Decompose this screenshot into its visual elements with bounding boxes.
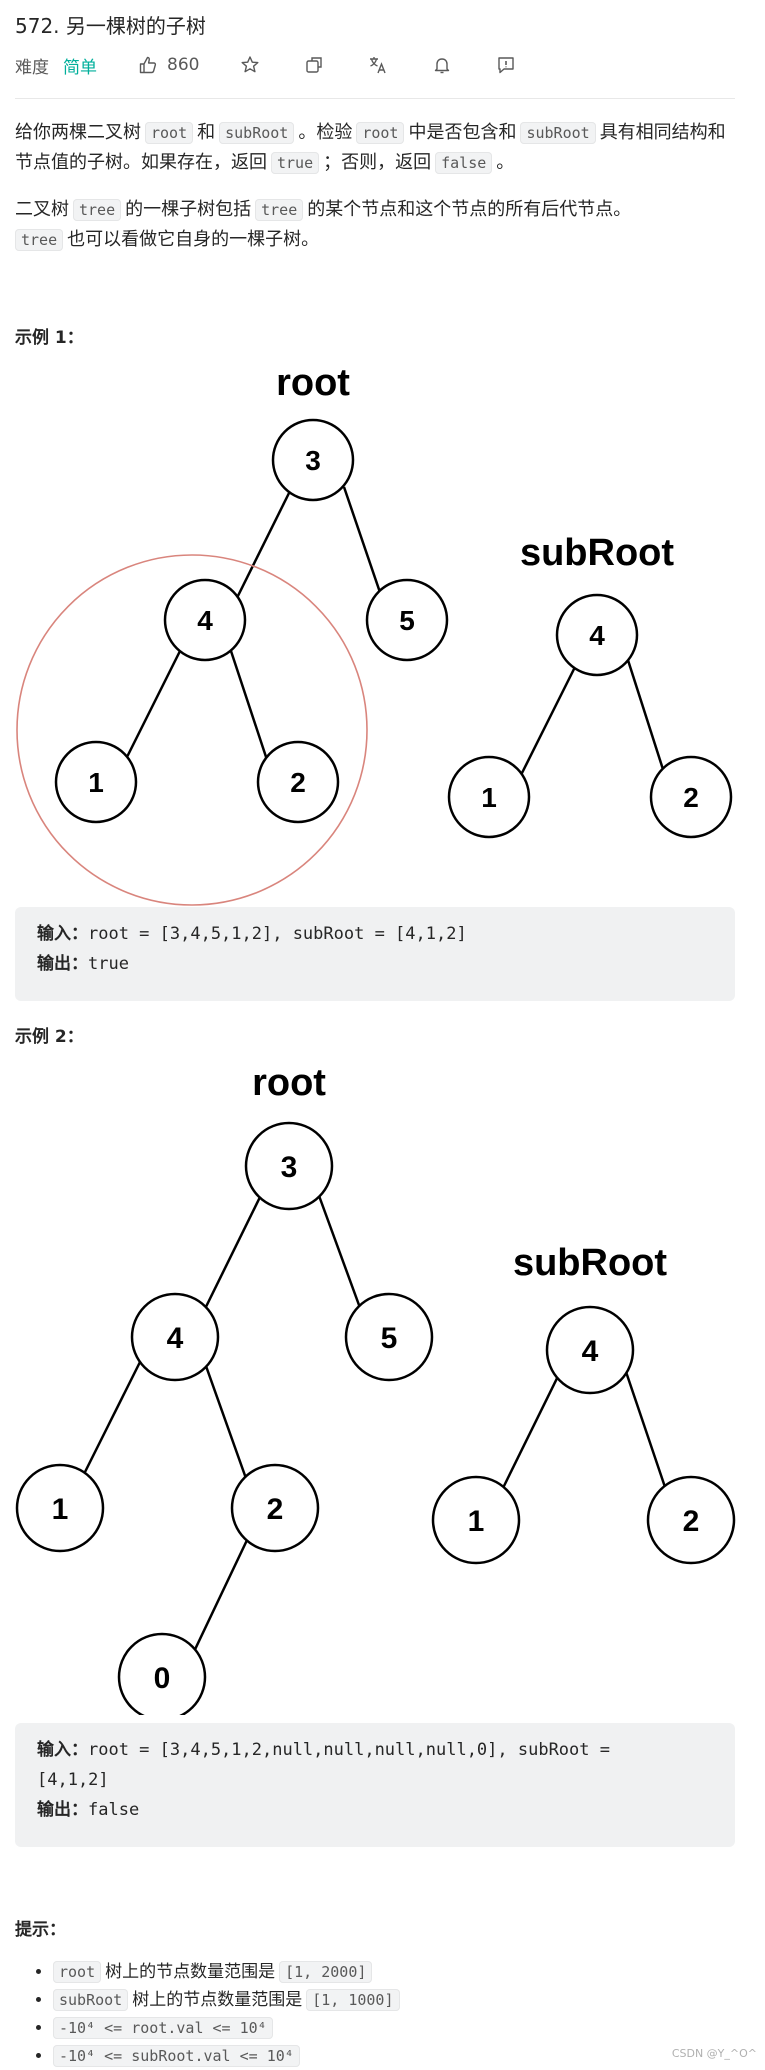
difficulty-value: 简单 — [63, 57, 97, 78]
subroot-tree-label: subRoot — [513, 1242, 667, 1284]
node-value: 4 — [197, 605, 213, 636]
example-1-output: true — [88, 954, 129, 974]
example-2-input: root = [3,4,5,1,2,null,null,null,null,0]… — [88, 1740, 610, 1760]
translate-icon[interactable] — [367, 54, 389, 76]
node-value: 2 — [290, 767, 306, 798]
hint-item: -10⁴ <= root.val <= 10⁴ — [53, 2014, 404, 2042]
node-value: 4 — [582, 1335, 599, 1368]
tree-node — [447, 755, 531, 839]
example-2-figure: root subRoot 3 4 5 1 2 — [15, 1062, 736, 1715]
node-value: 4 — [167, 1322, 184, 1355]
problem-meta-bar: 难度 简单 860 — [15, 50, 517, 80]
node-value: 1 — [88, 767, 104, 798]
tree-node — [365, 578, 449, 662]
example-1-io-block: 输入：root = [3,4,5,1,2], subRoot = [4,1,2]… — [15, 907, 735, 1001]
tree-node — [545, 1305, 635, 1395]
tree-node — [15, 1463, 105, 1553]
thumbs-up-icon — [137, 54, 159, 76]
tree-node — [230, 1463, 320, 1553]
feedback-icon[interactable] — [495, 54, 517, 76]
node-value: 3 — [305, 445, 321, 476]
tree-node — [271, 418, 355, 502]
example-2-output: false — [88, 1800, 140, 1820]
bell-icon[interactable] — [431, 54, 453, 76]
difficulty-label: 难度 — [15, 57, 49, 78]
tree-node — [555, 593, 639, 677]
example-1-input: root = [3,4,5,1,2], subRoot = [4,1,2] — [88, 924, 467, 944]
share-icon[interactable] — [303, 54, 325, 76]
tree-node — [256, 740, 340, 824]
node-value: 2 — [683, 782, 699, 813]
example-2-io-block: 输入：root = [3,4,5,1,2,null,null,null,null… — [15, 1723, 735, 1847]
example-1-heading: 示例 1： — [15, 328, 84, 348]
subtree-highlight-circle — [16, 554, 368, 906]
hint-item: -10⁴ <= subRoot.val <= 10⁴ — [53, 2042, 404, 2070]
subroot-tree-label: subRoot — [520, 532, 674, 574]
node-value: 0 — [154, 1662, 171, 1695]
tree-node — [344, 1292, 434, 1382]
like-button[interactable]: 860 — [137, 54, 199, 76]
hints-heading: 提示： — [15, 1920, 66, 1940]
root-tree-label: root — [252, 1062, 326, 1104]
tree-node — [117, 1632, 207, 1715]
node-value: 2 — [267, 1493, 284, 1526]
node-value: 4 — [589, 620, 605, 651]
example-2-heading: 示例 2： — [15, 1027, 84, 1047]
tree-node — [649, 755, 733, 839]
node-value: 1 — [468, 1505, 485, 1538]
like-count: 860 — [167, 55, 200, 75]
example-2-input-continued: [4,1,2] — [37, 1770, 109, 1790]
tree-node — [431, 1475, 521, 1565]
tree-node — [646, 1475, 736, 1565]
tree-node — [163, 578, 247, 662]
tree-node — [130, 1292, 220, 1382]
node-value: 5 — [399, 605, 415, 636]
node-value: 2 — [683, 1505, 700, 1538]
problem-title: 572. 另一棵树的子树 — [15, 14, 206, 38]
node-value: 5 — [381, 1322, 398, 1355]
tree-node — [54, 740, 138, 824]
star-icon[interactable] — [239, 54, 261, 76]
header-divider — [15, 98, 735, 99]
tree-node — [244, 1121, 334, 1211]
node-value: 1 — [481, 782, 497, 813]
watermark: CSDN @Y_^O^ — [671, 2047, 757, 2060]
node-value: 3 — [281, 1151, 298, 1184]
root-tree-label: root — [276, 362, 350, 404]
example-1-figure: root subRoot 3 4 5 1 2 4 1 — [16, 362, 733, 906]
node-value: 1 — [52, 1493, 69, 1526]
